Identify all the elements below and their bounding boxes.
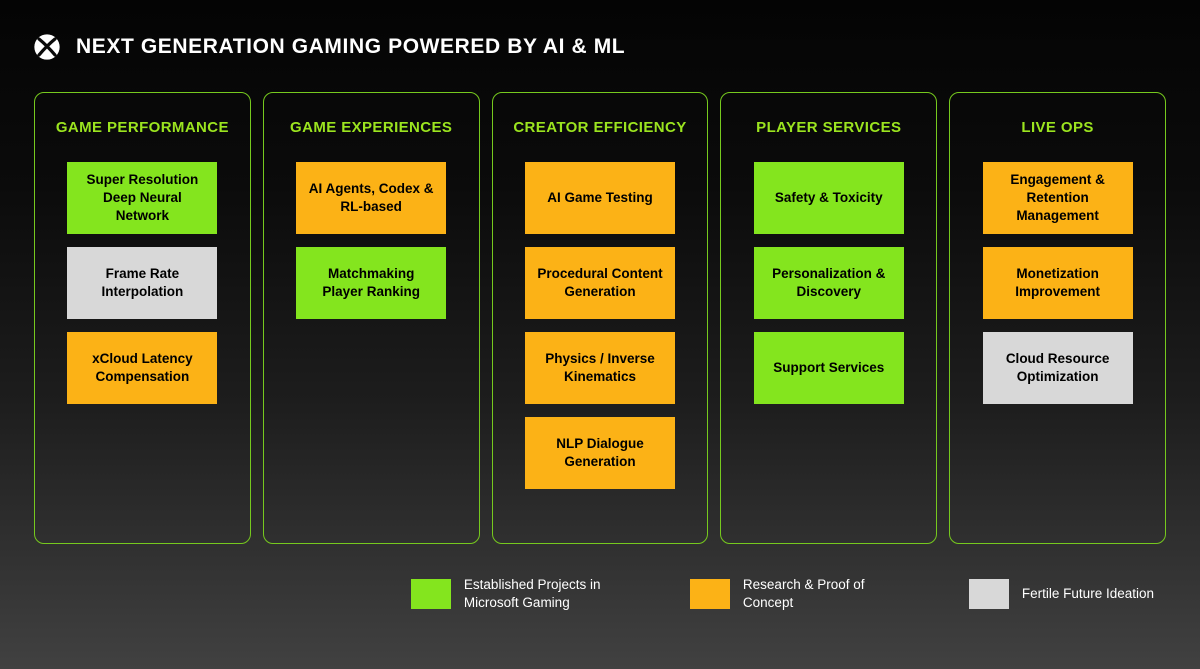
legend-swatch-orange <box>689 578 730 609</box>
box-physics-inverse-kinematics: Physics / Inverse Kinematics <box>524 332 675 404</box>
box-ai-game-testing: AI Game Testing <box>524 162 675 234</box>
box-monetization-improvement: Monetization Improvement <box>982 247 1133 319</box>
column-title: PLAYER SERVICES <box>756 119 902 136</box>
xbox-logo-icon <box>32 32 62 62</box>
column-live-ops: LIVE OPS Engagement & Retention Manageme… <box>949 92 1166 544</box>
legend-item-research: Research & Proof of Concept <box>689 576 913 611</box>
page-title: NEXT GENERATION GAMING POWERED BY AI & M… <box>76 35 626 58</box>
box-frame-rate-interpolation: Frame Rate Interpolation <box>67 247 218 319</box>
legend-label: Fertile Future Ideation <box>1021 585 1154 601</box>
legend-item-established: Established Projects in Microsoft Gaming <box>410 576 634 611</box>
columns-container: GAME PERFORMANCE Super Resolution Deep N… <box>34 92 1166 544</box>
column-creator-efficiency: CREATOR EFFICIENCY AI Game Testing Proce… <box>491 92 709 544</box>
column-title: GAME EXPERIENCES <box>290 119 453 136</box>
column-game-experiences: GAME EXPERIENCES AI Agents, Codex & RL-b… <box>262 92 480 544</box>
column-title: GAME PERFORMANCE <box>55 119 229 136</box>
box-engagement-retention: Engagement & Retention Management <box>982 162 1133 234</box>
column-player-services: PLAYER SERVICES Safety & Toxicity Person… <box>720 92 938 544</box>
box-super-resolution: Super Resolution Deep Neural Network <box>67 162 218 234</box>
legend-label: Established Projects in Microsoft Gaming <box>463 577 601 610</box>
column-game-performance: GAME PERFORMANCE Super Resolution Deep N… <box>34 92 251 544</box>
box-ai-agents: AI Agents, Codex & RL-based <box>296 162 447 234</box>
box-safety-toxicity: Safety & Toxicity <box>753 162 904 234</box>
box-matchmaking: Matchmaking Player Ranking <box>296 247 447 319</box>
legend-item-fertile: Fertile Future Ideation <box>968 578 1154 609</box>
box-support-services: Support Services <box>753 332 904 404</box>
legend: Established Projects in Microsoft Gaming… <box>0 576 1154 611</box>
legend-swatch-green <box>410 578 451 609</box>
box-xcloud-latency: xCloud Latency Compensation <box>67 332 218 404</box>
box-cloud-resource-optimization: Cloud Resource Optimization <box>982 332 1133 404</box>
box-personalization-discovery: Personalization & Discovery <box>753 247 904 319</box>
box-procedural-content: Procedural Content Generation <box>524 247 675 319</box>
legend-swatch-gray <box>968 578 1009 609</box>
box-nlp-dialogue: NLP Dialogue Generation <box>524 417 675 489</box>
column-title: LIVE OPS <box>1021 119 1094 136</box>
column-title: CREATOR EFFICIENCY <box>513 119 687 136</box>
legend-label: Research & Proof of Concept <box>742 577 865 610</box>
header: NEXT GENERATION GAMING POWERED BY AI & M… <box>0 0 1200 62</box>
